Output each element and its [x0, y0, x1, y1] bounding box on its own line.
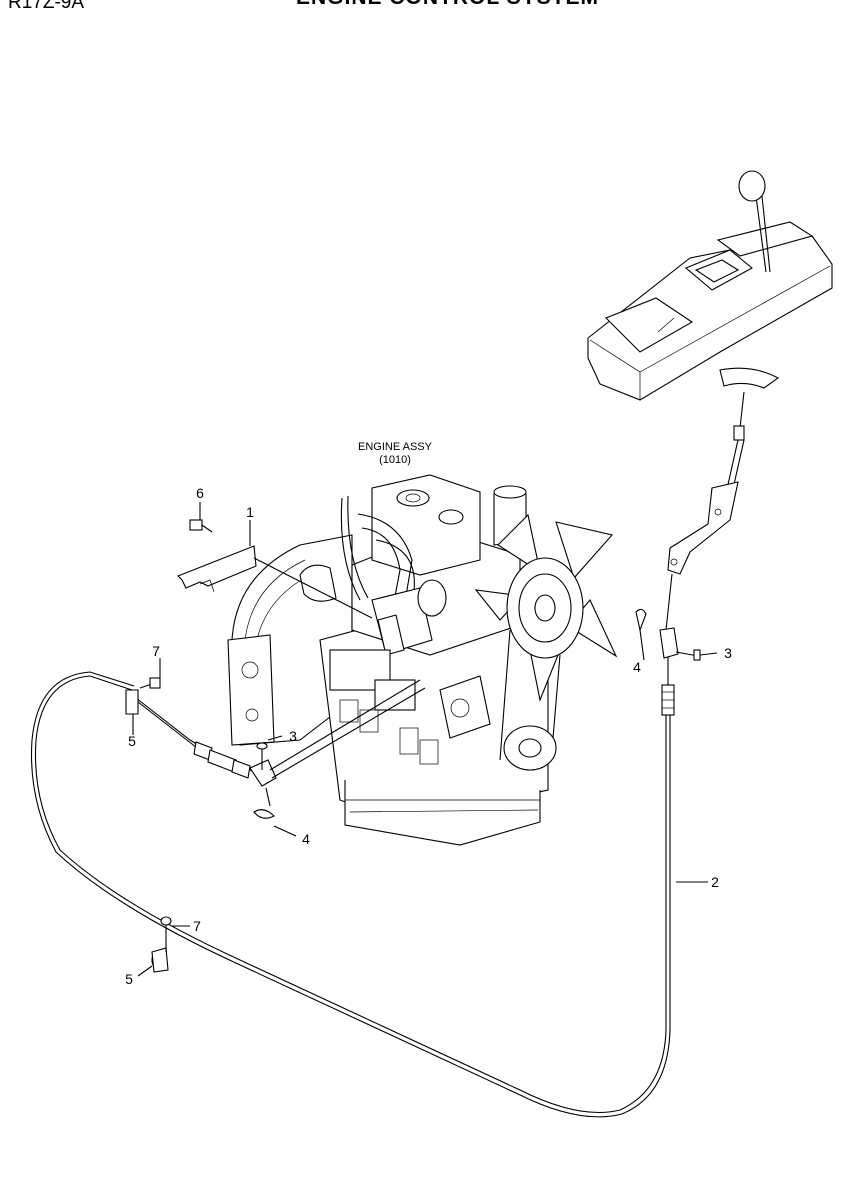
callout-4-pin-upper: 4: [633, 659, 641, 675]
lower-clamp: [151, 916, 172, 973]
callout-7-bolt-upper: 7: [152, 643, 160, 659]
callout-4-pin-lower: 4: [302, 831, 310, 847]
throttle-cable: [30, 627, 679, 1118]
callout-1-bracket: 1: [246, 504, 254, 520]
lever-linkage: [665, 391, 745, 631]
callout-7-bolt-lower: 7: [193, 918, 201, 934]
mounting-bracket: [177, 519, 373, 619]
leader-lines: [132, 502, 718, 977]
callout-3-bolt-upper: 3: [724, 645, 732, 661]
callout-5-clamp-lower: 5: [125, 971, 133, 987]
engine-side-link: [249, 679, 426, 819]
engine-assy-code: (1010): [379, 454, 411, 466]
callout-3-bolt-lower: 3: [289, 728, 297, 744]
engine-assy-label: ENGINE ASSY: [358, 441, 433, 453]
callout-5-clamp-upper: 5: [128, 733, 136, 749]
callout-6-stud: 6: [196, 485, 204, 501]
upper-clamp: [125, 677, 161, 715]
model-code: R17Z-9A: [8, 0, 85, 13]
control-lever-console: [587, 170, 833, 401]
engine-assembly: [227, 474, 618, 846]
callout-2-cable: 2: [711, 874, 719, 890]
page-title: ENGINE CONTROL SYSTEM: [296, 0, 599, 10]
